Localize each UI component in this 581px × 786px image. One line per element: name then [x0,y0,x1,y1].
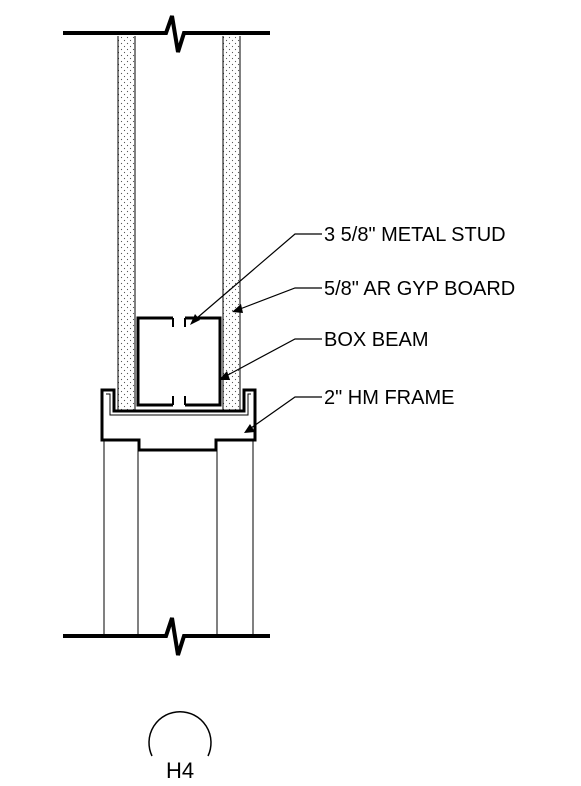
gyp-board-right [222,36,241,411]
label-gyp-board: 5/8" AR GYP BOARD [324,278,515,300]
leader-metal-stud [190,233,322,325]
label-box-beam: BOX BEAM [324,329,428,351]
leader-hm-frame [244,396,322,433]
leader-gyp-board [232,287,322,313]
box-beam [136,316,222,407]
top-break-line [63,15,270,53]
bottom-break-line [63,617,270,656]
detail-tag-label: H4 [166,758,194,783]
label-metal-stud: 3 5/8" METAL STUD [324,224,506,246]
hm-frame [100,388,257,452]
label-hm-frame: 2" HM FRAME [324,387,454,409]
gyp-board-left [117,36,136,411]
detail-tag: H4 [148,711,212,783]
leader-box-beam [219,338,322,380]
frame-jamb-lines [103,440,254,636]
